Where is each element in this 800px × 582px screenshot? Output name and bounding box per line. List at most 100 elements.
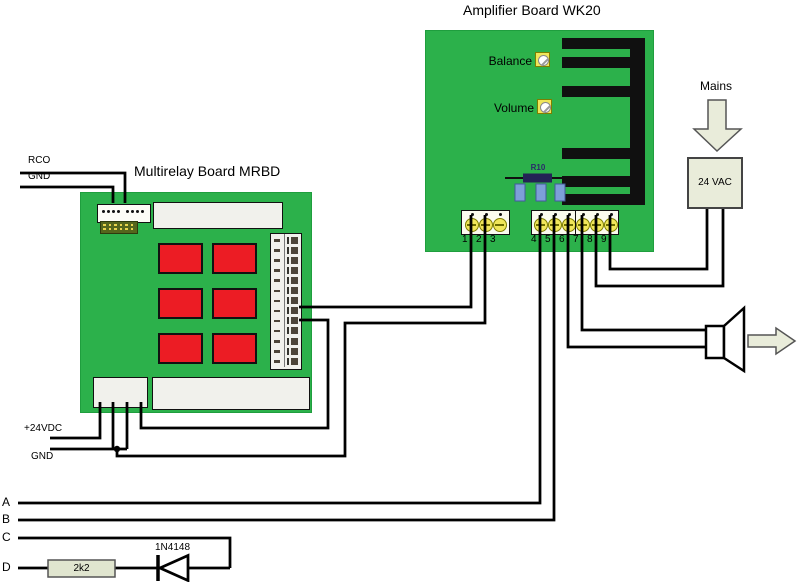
connector-pad-square bbox=[290, 246, 298, 254]
jumper-pin-dot bbox=[114, 223, 117, 226]
header-pin-dot bbox=[112, 210, 115, 213]
jumper-pin-dot bbox=[103, 227, 106, 230]
terminal-screw-icon bbox=[492, 218, 507, 232]
connector-pad-dash bbox=[273, 350, 280, 353]
connector-pin-slot bbox=[287, 307, 289, 315]
connector-pin-slot bbox=[287, 236, 289, 244]
connector-pin-slot bbox=[287, 297, 289, 305]
diode-1n4148-label: 1N4148 bbox=[155, 542, 191, 553]
terminal-number: 7 bbox=[573, 234, 579, 245]
mains-label: Mains bbox=[700, 79, 733, 93]
connector-pad-square bbox=[290, 266, 298, 274]
connector-pad-dash bbox=[273, 299, 280, 303]
relay-icon bbox=[212, 333, 257, 364]
balance-label: Balance bbox=[488, 54, 532, 68]
terminal-hole bbox=[470, 213, 474, 216]
header-pin-dot bbox=[102, 210, 105, 213]
connector-divider bbox=[284, 234, 285, 367]
screw-terminal-block bbox=[531, 210, 577, 235]
terminal-number: 1 bbox=[462, 234, 468, 245]
connector-pin-slot bbox=[287, 246, 289, 254]
terminal-hole bbox=[567, 213, 571, 216]
jumper-pin-dot bbox=[103, 223, 106, 226]
connector-pin-slot bbox=[287, 276, 289, 284]
terminal-screw-icon bbox=[478, 218, 493, 232]
terminal-number: 5 bbox=[545, 234, 551, 245]
jumper-pin-dot bbox=[114, 227, 117, 230]
connector-pad-square bbox=[290, 357, 298, 365]
header-pin-dot bbox=[107, 210, 110, 213]
connector-pad-square bbox=[290, 337, 298, 345]
connector-pad-square bbox=[290, 327, 298, 335]
connector-pin-slot bbox=[287, 337, 289, 345]
line-b-label: B bbox=[2, 512, 11, 526]
connector-pin-slot bbox=[287, 287, 289, 294]
trimmer-screw-icon bbox=[538, 55, 549, 66]
jumper-pin-dot bbox=[125, 227, 128, 230]
connector-pad-square bbox=[290, 287, 298, 294]
terminal-strip bbox=[153, 202, 283, 229]
connector-pad-dash bbox=[273, 329, 280, 333]
jumper-pin-dot bbox=[108, 223, 111, 226]
terminal-number: 9 bbox=[601, 234, 607, 245]
terminal-screw-icon bbox=[561, 218, 576, 232]
gnd-top-label: GND bbox=[28, 171, 51, 182]
jumper-pin-dot bbox=[119, 227, 122, 230]
connector-pad-square bbox=[290, 297, 298, 305]
connector-pad-square bbox=[290, 317, 298, 325]
relay-board-title: Multirelay Board MRBD bbox=[134, 163, 281, 179]
connector-pad-square bbox=[290, 307, 298, 315]
terminal-number: 6 bbox=[559, 234, 565, 245]
relay-icon bbox=[212, 288, 257, 319]
terminal-hole bbox=[498, 213, 502, 216]
balance-trimmer-icon bbox=[535, 52, 550, 67]
connector-pin-slot bbox=[287, 256, 289, 264]
connector-pin-slot bbox=[287, 327, 289, 335]
terminal-number: 8 bbox=[587, 234, 593, 245]
connector-pad-dash bbox=[273, 259, 280, 262]
connector-pad-square bbox=[290, 256, 298, 264]
amp-board-title: Amplifier Board WK20 bbox=[463, 2, 601, 18]
terminal-strip bbox=[152, 377, 310, 410]
terminal-screw-icon bbox=[533, 218, 548, 232]
connector-pad-dash bbox=[273, 239, 280, 242]
terminal-screw-icon bbox=[589, 218, 604, 232]
gnd-bottom-label: GND bbox=[31, 451, 54, 462]
terminal-hole bbox=[484, 213, 488, 216]
terminal-hole bbox=[609, 213, 613, 216]
connector-pad-dash bbox=[273, 249, 280, 252]
volume-label: Volume bbox=[493, 101, 534, 115]
header-pin-dot bbox=[136, 210, 139, 213]
connector-pad-dash bbox=[273, 319, 280, 323]
connector-pad-dash bbox=[273, 289, 280, 292]
header-pin-dot bbox=[131, 210, 134, 213]
terminal-hole bbox=[553, 213, 557, 216]
transformer-label: 24 VAC bbox=[698, 177, 732, 188]
jumper-pin-dot bbox=[125, 223, 128, 226]
connector-pad-dash bbox=[273, 309, 280, 313]
screw-terminal-block bbox=[575, 210, 619, 235]
jumper-pin-dot bbox=[119, 223, 122, 226]
connector-pad-square bbox=[290, 347, 298, 355]
terminal-hole bbox=[595, 213, 599, 216]
terminal-number: 4 bbox=[531, 234, 537, 245]
terminal-screw-icon bbox=[464, 218, 479, 232]
volume-trimmer-icon bbox=[537, 99, 552, 114]
terminal-screw-icon bbox=[575, 218, 590, 232]
connector-pad-square bbox=[290, 236, 298, 244]
24vdc-label: +24VDC bbox=[24, 423, 63, 434]
line-d-label: D bbox=[2, 560, 11, 574]
header-pin-dot bbox=[126, 210, 129, 213]
connector-pad-square bbox=[290, 276, 298, 284]
terminal-hole bbox=[581, 213, 585, 216]
terminal-strip bbox=[93, 377, 148, 408]
jumper-pin-dot bbox=[108, 227, 111, 230]
connector-pad-dash bbox=[273, 340, 280, 343]
relay-icon bbox=[158, 288, 203, 319]
terminal-screw-icon bbox=[603, 218, 618, 232]
trimmer-screw-icon bbox=[540, 102, 551, 113]
connector-pad-dash bbox=[273, 269, 280, 272]
connector-pin-slot bbox=[287, 317, 289, 325]
